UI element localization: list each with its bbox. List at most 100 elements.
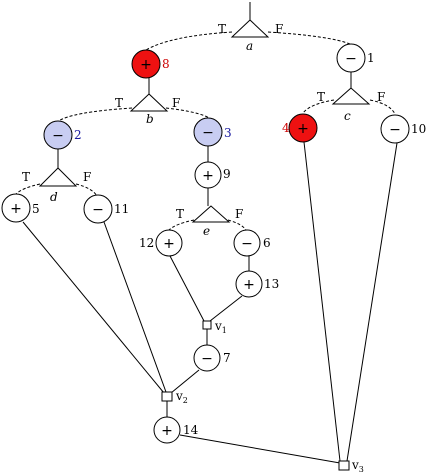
node-10-symbol: − bbox=[389, 122, 401, 138]
branch-d-true-label: T bbox=[22, 170, 30, 184]
merge-v1-label: v bbox=[214, 319, 222, 333]
edge-d-true bbox=[15, 183, 41, 195]
node-3-number: 3 bbox=[224, 126, 232, 140]
node-9-symbol: + bbox=[202, 168, 214, 184]
branch-a: T F a bbox=[218, 19, 283, 53]
node-12: + 12 bbox=[139, 229, 183, 257]
node-2-circle bbox=[43, 120, 73, 150]
node-8-symbol: + bbox=[140, 57, 152, 73]
branch-e-false-label: F bbox=[235, 207, 243, 221]
branch-e-triangle bbox=[191, 205, 231, 223]
edge-11-v2 bbox=[103, 221, 167, 393]
edge-b-false bbox=[165, 107, 210, 119]
node-14-circle bbox=[153, 416, 181, 444]
node-5-number: 5 bbox=[32, 202, 40, 216]
node-9: + 9 bbox=[194, 161, 231, 189]
branch-b-true-label: T bbox=[115, 96, 123, 110]
merge-v2-subscript: 2 bbox=[183, 396, 188, 405]
edge-4-v3 bbox=[303, 141, 341, 462]
edges bbox=[15, 2, 398, 464]
node-4-number: 4 bbox=[282, 121, 290, 135]
node-12-symbol: + bbox=[163, 236, 175, 252]
branch-d-triangle bbox=[38, 167, 78, 187]
merge-v3-box bbox=[338, 460, 350, 471]
node-3-symbol: − bbox=[202, 125, 214, 141]
node-7-number: 7 bbox=[223, 351, 231, 365]
edge-13-v1 bbox=[209, 295, 243, 322]
node-4-circle bbox=[288, 113, 318, 143]
edge-12-v1 bbox=[169, 255, 205, 322]
branch-c: T F c bbox=[317, 87, 385, 123]
node-7-symbol: − bbox=[201, 351, 213, 367]
merge-v3-subscript: 3 bbox=[359, 465, 364, 474]
node-2-symbol: − bbox=[52, 128, 64, 144]
edge-b-true bbox=[56, 107, 133, 123]
node-9-circle bbox=[194, 161, 222, 189]
node-12-number: 12 bbox=[139, 236, 154, 250]
node-7-circle bbox=[193, 344, 221, 372]
node-13-number: 13 bbox=[264, 277, 279, 291]
node-5-symbol: + bbox=[10, 201, 22, 217]
node-6: − 6 bbox=[233, 229, 271, 257]
node-14-symbol: + bbox=[161, 423, 173, 439]
branch-b-label: b bbox=[146, 112, 154, 126]
edge-10-v3 bbox=[346, 142, 398, 462]
branch-d: T F d bbox=[22, 167, 91, 204]
node-13-symbol: + bbox=[243, 277, 255, 293]
branch-b-triangle bbox=[129, 93, 169, 112]
edge-a-false bbox=[267, 31, 351, 45]
merge-v1-text: v1 bbox=[214, 319, 227, 335]
node-5-circle bbox=[1, 193, 31, 223]
branch-c-true-label: T bbox=[317, 90, 325, 104]
node-10: − 10 bbox=[380, 114, 426, 144]
node-4-symbol: + bbox=[297, 121, 309, 137]
merge-v2: v2 bbox=[161, 389, 188, 405]
node-13-circle bbox=[235, 270, 263, 298]
branch-c-triangle bbox=[331, 87, 371, 105]
node-9-number: 9 bbox=[223, 167, 231, 181]
branch-e-true-label: T bbox=[176, 207, 184, 221]
merge-v2-box bbox=[161, 391, 173, 402]
edge-7-v2 bbox=[170, 369, 200, 394]
branch-c-false-label: F bbox=[377, 90, 385, 104]
node-8: + 8 bbox=[131, 49, 170, 79]
merge-v2-text: v2 bbox=[175, 389, 188, 405]
edge-e-false bbox=[227, 219, 247, 231]
node-2: − 2 bbox=[43, 120, 82, 150]
merge-v3: v3 bbox=[338, 458, 364, 474]
branch-c-label: c bbox=[344, 109, 351, 123]
merge-v3-label: v bbox=[351, 458, 359, 472]
node-6-number: 6 bbox=[263, 236, 271, 250]
branch-a-true-label: T bbox=[218, 22, 226, 36]
edge-e-true bbox=[168, 219, 195, 231]
edge-c-true bbox=[302, 99, 335, 114]
node-6-symbol: − bbox=[241, 236, 253, 252]
node-3-circle bbox=[193, 117, 223, 147]
merge-v1-subscript: 1 bbox=[222, 326, 227, 335]
edge-d-false bbox=[75, 183, 98, 197]
node-10-circle bbox=[380, 114, 410, 144]
edge-14-v3 bbox=[179, 434, 341, 464]
node-1-symbol: − bbox=[345, 51, 357, 67]
node-11: − 11 bbox=[83, 194, 129, 224]
branch-a-triangle bbox=[230, 19, 270, 38]
merge-v1: v1 bbox=[202, 319, 227, 335]
node-10-number: 10 bbox=[411, 122, 426, 136]
node-1: − 1 bbox=[336, 43, 375, 73]
node-3: − 3 bbox=[193, 117, 232, 147]
branch-a-false-label: F bbox=[275, 22, 283, 36]
branch-b: T F b bbox=[115, 93, 180, 126]
node-11-number: 11 bbox=[114, 202, 129, 216]
node-11-circle bbox=[83, 194, 113, 224]
branch-b-false-label: F bbox=[172, 96, 180, 110]
merge-v3-text: v3 bbox=[351, 458, 364, 474]
node-6-circle bbox=[233, 229, 261, 257]
merge-v2-label: v bbox=[175, 389, 183, 403]
branch-e: T F e bbox=[176, 205, 243, 238]
node-13: + 13 bbox=[235, 270, 279, 298]
node-1-number: 1 bbox=[367, 51, 375, 65]
branch-d-false-label: F bbox=[83, 170, 91, 184]
node-14-number: 14 bbox=[183, 423, 199, 437]
branch-d-label: d bbox=[50, 190, 58, 204]
